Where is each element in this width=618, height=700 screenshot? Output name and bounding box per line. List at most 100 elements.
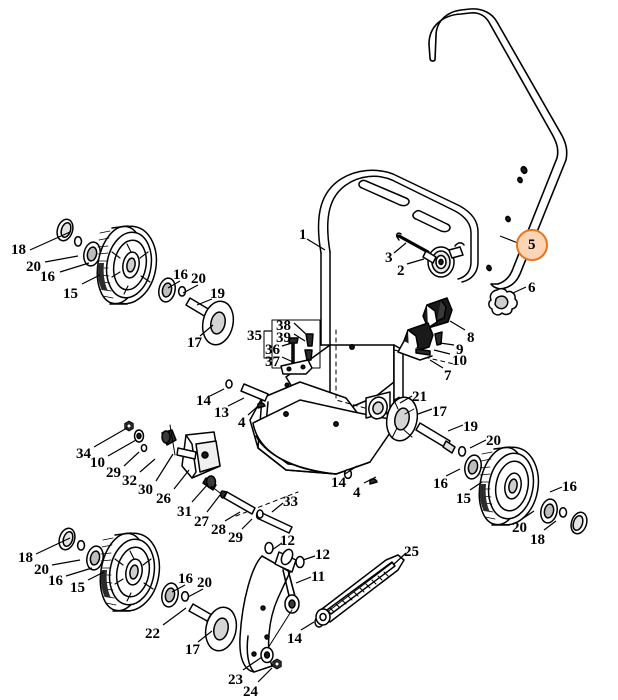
callout-number-29[interactable]: 29 <box>106 465 121 481</box>
callout-number-35[interactable]: 35 <box>247 328 262 344</box>
callout-number-24[interactable]: 24 <box>243 684 258 700</box>
callout-number-39[interactable]: 39 <box>276 330 291 346</box>
callout-number-5[interactable]: 5 <box>528 237 536 253</box>
leader-line-22 <box>162 607 187 626</box>
leader-line-19 <box>196 298 213 306</box>
leader-line-4 <box>247 406 258 416</box>
callout-number-18[interactable]: 18 <box>18 550 33 566</box>
callout-number-32[interactable]: 32 <box>122 473 137 489</box>
callout-number-16[interactable]: 16 <box>562 479 577 495</box>
callout-number-23[interactable]: 23 <box>228 672 243 688</box>
callout-number-3[interactable]: 3 <box>385 250 393 266</box>
callout-number-19[interactable]: 19 <box>210 286 225 302</box>
callout-number-22[interactable]: 22 <box>145 626 160 642</box>
callout-number-16[interactable]: 16 <box>173 267 188 283</box>
callout-number-12[interactable]: 12 <box>315 547 330 563</box>
callout-number-31[interactable]: 31 <box>177 504 192 520</box>
leader-line-17 <box>417 408 433 415</box>
callout-number-21[interactable]: 21 <box>412 389 427 405</box>
callout-number-11[interactable]: 11 <box>311 569 326 585</box>
callout-number-10[interactable]: 10 <box>452 353 467 369</box>
leader-line-10 <box>433 349 451 355</box>
leader-line-12 <box>302 555 316 561</box>
bolt-part-3 <box>396 232 437 264</box>
leader-line-13 <box>227 397 245 407</box>
leader-line-15 <box>81 274 101 285</box>
callout-number-20[interactable]: 20 <box>512 520 527 536</box>
callout-number-27[interactable]: 27 <box>194 514 209 530</box>
leader-line-29 <box>241 518 253 530</box>
callout-number-17[interactable]: 17 <box>432 404 447 420</box>
leader-line-16 <box>59 262 90 273</box>
callout-number-18[interactable]: 18 <box>11 242 26 258</box>
callout-number-26[interactable]: 26 <box>156 491 171 507</box>
callout-number-15[interactable]: 15 <box>456 491 471 507</box>
callout-number-36[interactable]: 36 <box>265 342 280 358</box>
callout-number-20[interactable]: 20 <box>486 433 501 449</box>
leader-line-16 <box>65 567 93 577</box>
leader-line-1 <box>306 238 326 251</box>
callout-number-14[interactable]: 14 <box>287 631 302 647</box>
callout-number-16[interactable]: 16 <box>48 573 63 589</box>
callout-number-15[interactable]: 15 <box>63 286 78 302</box>
clamp-part-7 <box>397 322 434 361</box>
callout-number-14[interactable]: 14 <box>196 393 211 409</box>
leader-line-5 <box>499 235 519 244</box>
leader-line-18 <box>29 231 71 251</box>
callout-number-29[interactable]: 29 <box>228 530 243 546</box>
leader-line-19 <box>447 424 464 432</box>
callout-number-37[interactable]: 37 <box>265 354 280 370</box>
callout-number-20[interactable]: 20 <box>34 562 49 578</box>
callout-number-2[interactable]: 2 <box>397 263 405 279</box>
callout-number-12[interactable]: 12 <box>280 533 295 549</box>
callout-number-4[interactable]: 4 <box>238 415 246 431</box>
highlight-circle-part-5[interactable] <box>516 229 548 261</box>
leader-line-23 <box>242 656 263 671</box>
callout-number-20[interactable]: 20 <box>197 575 212 591</box>
callout-number-33[interactable]: 33 <box>283 494 298 510</box>
leader-line-16 <box>167 280 181 289</box>
leader-line-16 <box>549 486 563 493</box>
leader-line-12 <box>271 542 283 551</box>
leader-line-10 <box>107 439 137 457</box>
callout-number-34[interactable]: 34 <box>76 446 91 462</box>
callout-number-15[interactable]: 15 <box>70 580 85 596</box>
leader-line-32 <box>139 458 156 473</box>
callout-number-16[interactable]: 16 <box>40 269 55 285</box>
upper-handle-bar <box>428 8 568 290</box>
callout-number-16[interactable]: 16 <box>433 476 448 492</box>
callout-number-4[interactable]: 4 <box>353 485 361 501</box>
callout-number-20[interactable]: 20 <box>191 271 206 287</box>
clamp-part-8 <box>422 297 453 329</box>
leader-line-25 <box>392 552 407 566</box>
callout-number-9[interactable]: 9 <box>456 342 464 358</box>
callout-number-17[interactable]: 17 <box>185 642 200 658</box>
callout-number-20[interactable]: 20 <box>26 259 41 275</box>
callout-number-28[interactable]: 28 <box>211 522 226 538</box>
bracket-group-35 <box>263 319 321 375</box>
callout-number-7[interactable]: 7 <box>444 368 452 384</box>
leader-line-16 <box>445 468 461 477</box>
wheel-assembly-top-left <box>56 218 235 346</box>
callout-number-17[interactable]: 17 <box>187 335 202 351</box>
callout-number-25[interactable]: 25 <box>404 544 419 560</box>
callout-number-6[interactable]: 6 <box>528 280 536 296</box>
link-rack-group <box>239 541 405 673</box>
washer-part-14-right <box>343 468 353 480</box>
callout-number-1[interactable]: 1 <box>299 227 307 243</box>
leader-line-6 <box>512 286 527 294</box>
callout-number-19[interactable]: 19 <box>463 419 478 435</box>
callout-number-30[interactable]: 30 <box>138 482 153 498</box>
leader-line-14 <box>300 621 315 631</box>
leader-line-26 <box>173 469 190 490</box>
callout-number-14[interactable]: 14 <box>331 475 346 491</box>
callout-number-13[interactable]: 13 <box>214 405 229 421</box>
leader-line-4 <box>363 476 377 484</box>
callout-number-18[interactable]: 18 <box>530 532 545 548</box>
wheel-assembly-right <box>385 396 588 535</box>
callout-number-16[interactable]: 16 <box>178 571 193 587</box>
callout-number-8[interactable]: 8 <box>467 330 475 346</box>
callout-number-38[interactable]: 38 <box>276 318 291 334</box>
callout-number-10[interactable]: 10 <box>90 455 105 471</box>
leader-line-8 <box>449 320 466 331</box>
